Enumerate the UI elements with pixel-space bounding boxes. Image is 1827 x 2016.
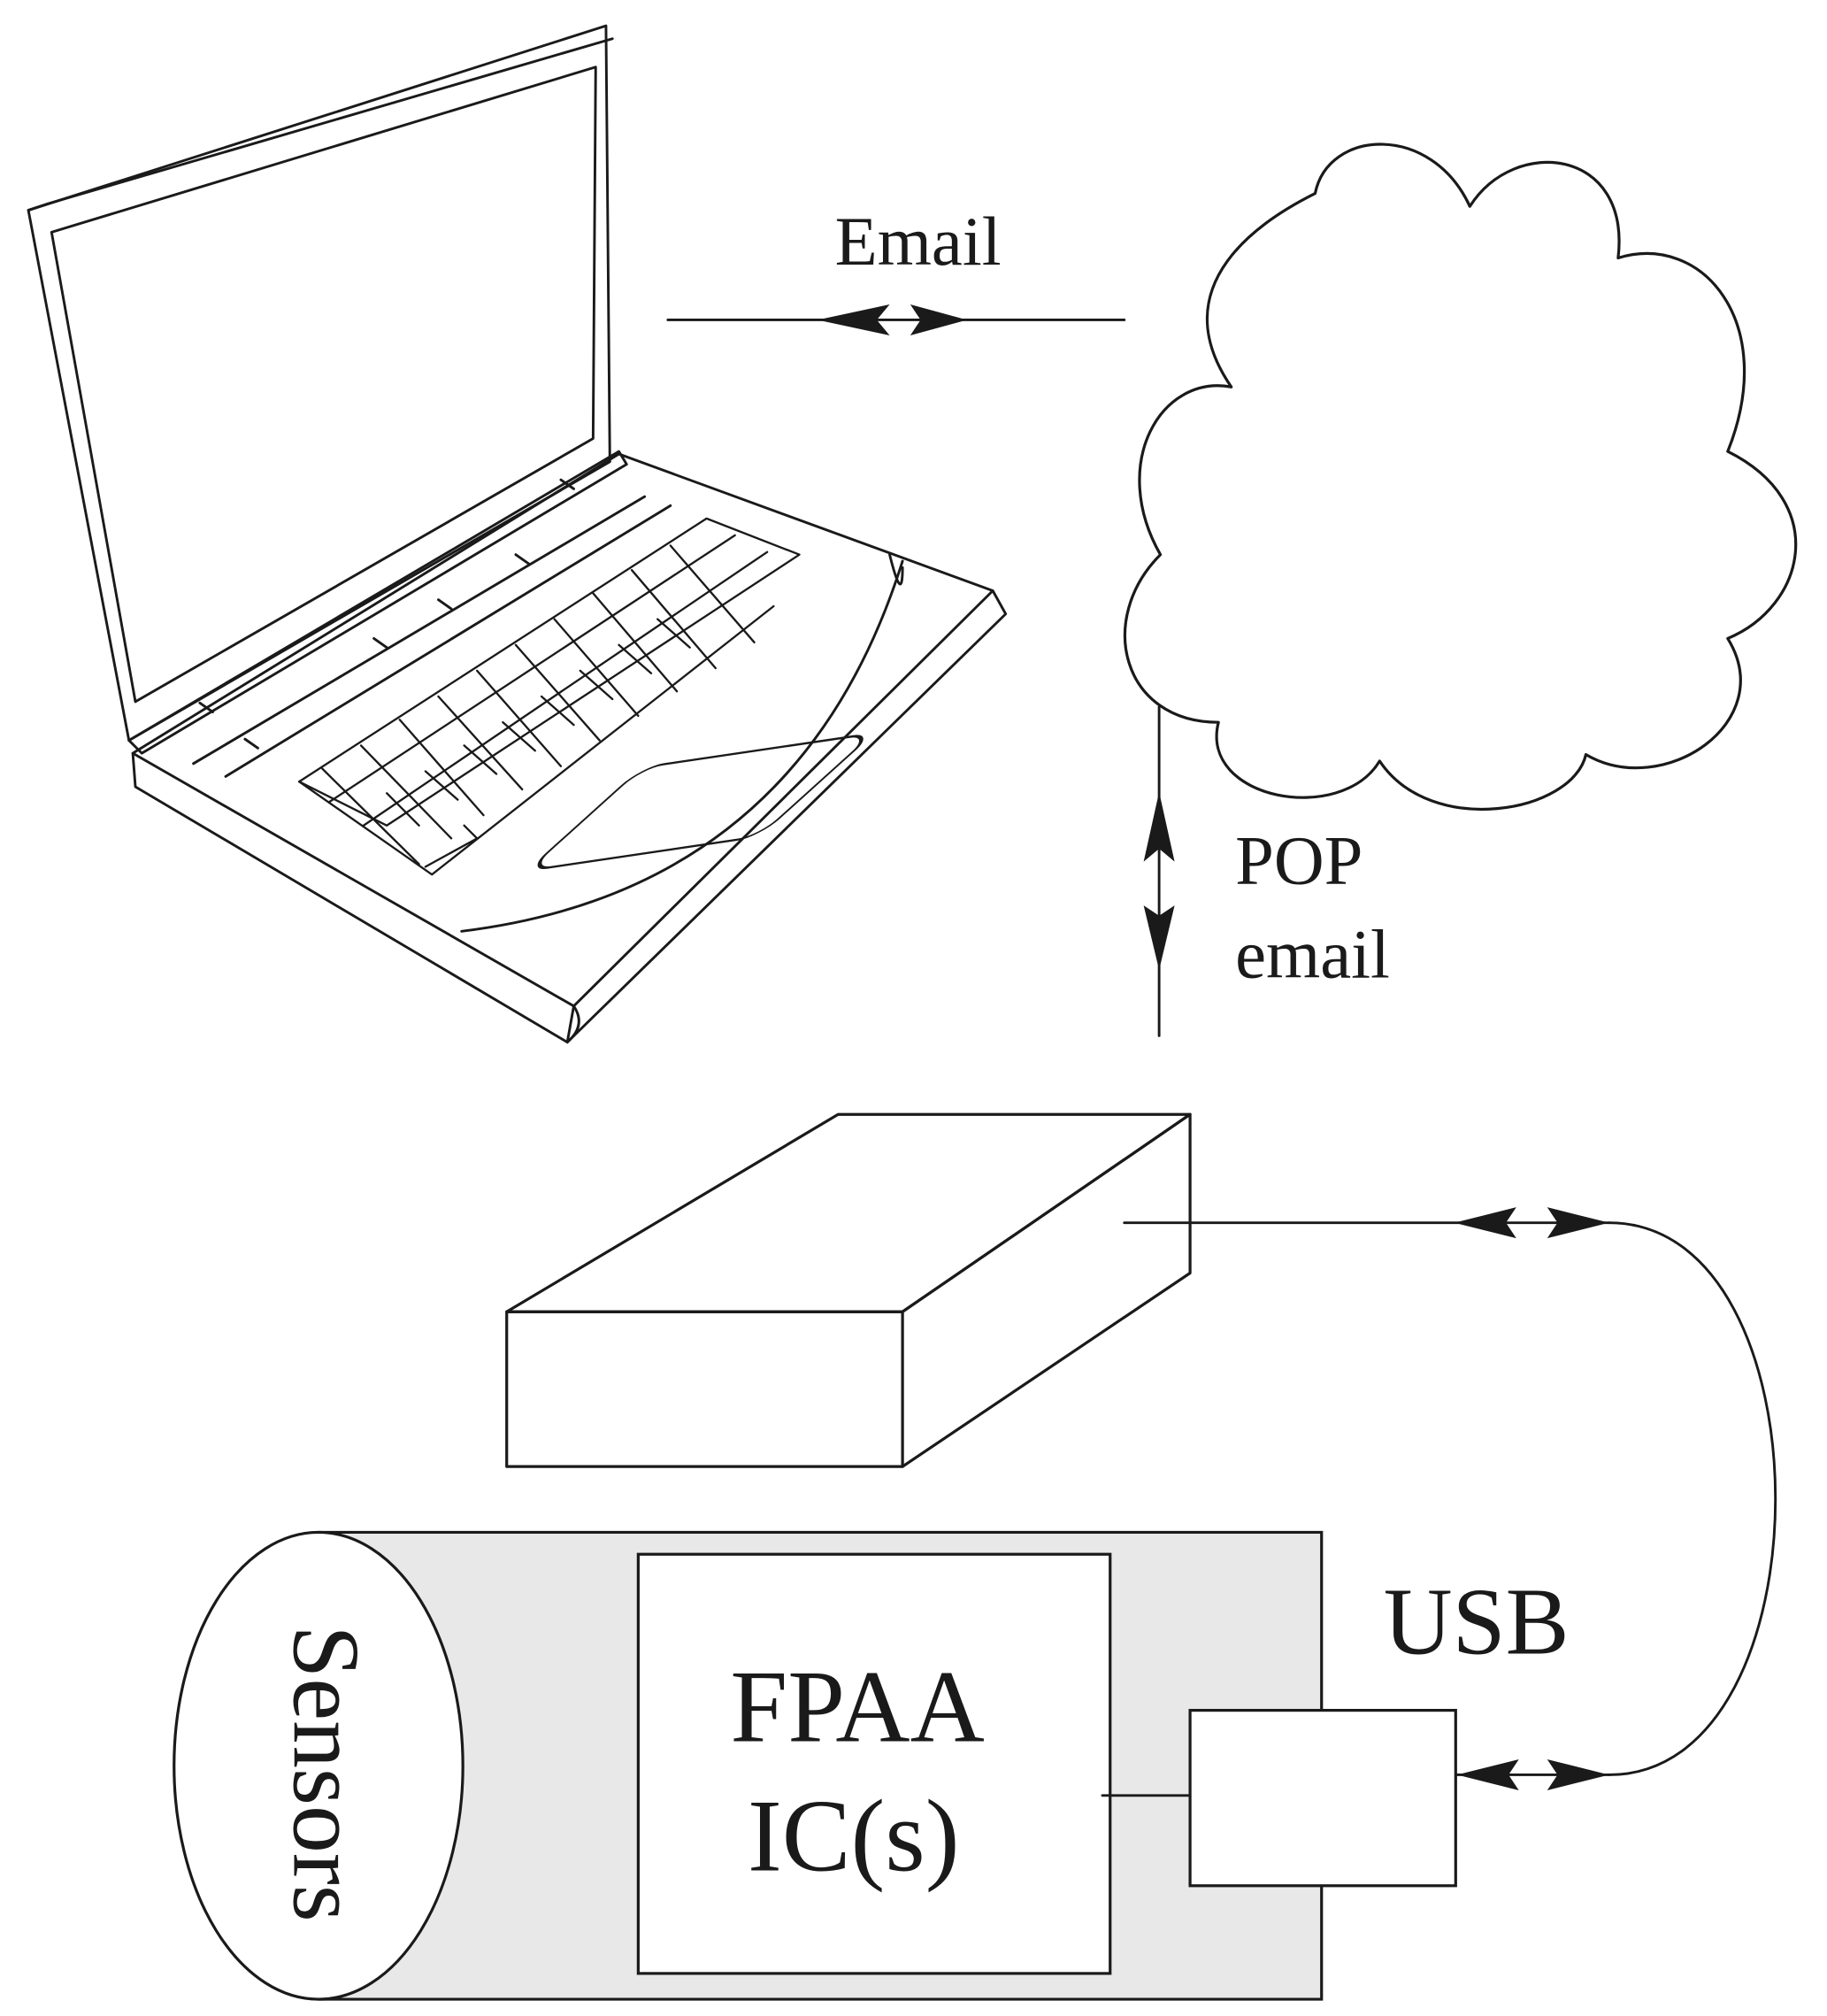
- pop-email-label: email: [1235, 917, 1390, 994]
- usb-module: [1188, 1708, 1457, 1888]
- laptop-icon: [27, 24, 1008, 1044]
- email-link: Email: [666, 204, 1126, 335]
- ics-label: IC(s): [748, 1779, 960, 1893]
- usb-link: [1123, 1207, 1777, 1790]
- email-label: Email: [835, 204, 1002, 281]
- fpaa-chip: [636, 1552, 1112, 1975]
- laptop-screen: [50, 65, 597, 704]
- fpaa-label: FPAA: [730, 1651, 984, 1765]
- gateway-box-icon: [505, 1112, 1192, 1468]
- sensor-board: Sensors FPAA IC(s) USB: [173, 1530, 1570, 2001]
- pop-email-link: POP email: [1143, 705, 1390, 1037]
- usb-label: USB: [1384, 1569, 1570, 1674]
- keyboard: [297, 517, 801, 876]
- touchpad: [537, 735, 864, 869]
- cloud-icon: [1123, 142, 1798, 811]
- sensors-endcap: [173, 1530, 464, 2001]
- pop-label: POP: [1235, 822, 1363, 899]
- sensors-label: Sensors: [273, 1625, 378, 1922]
